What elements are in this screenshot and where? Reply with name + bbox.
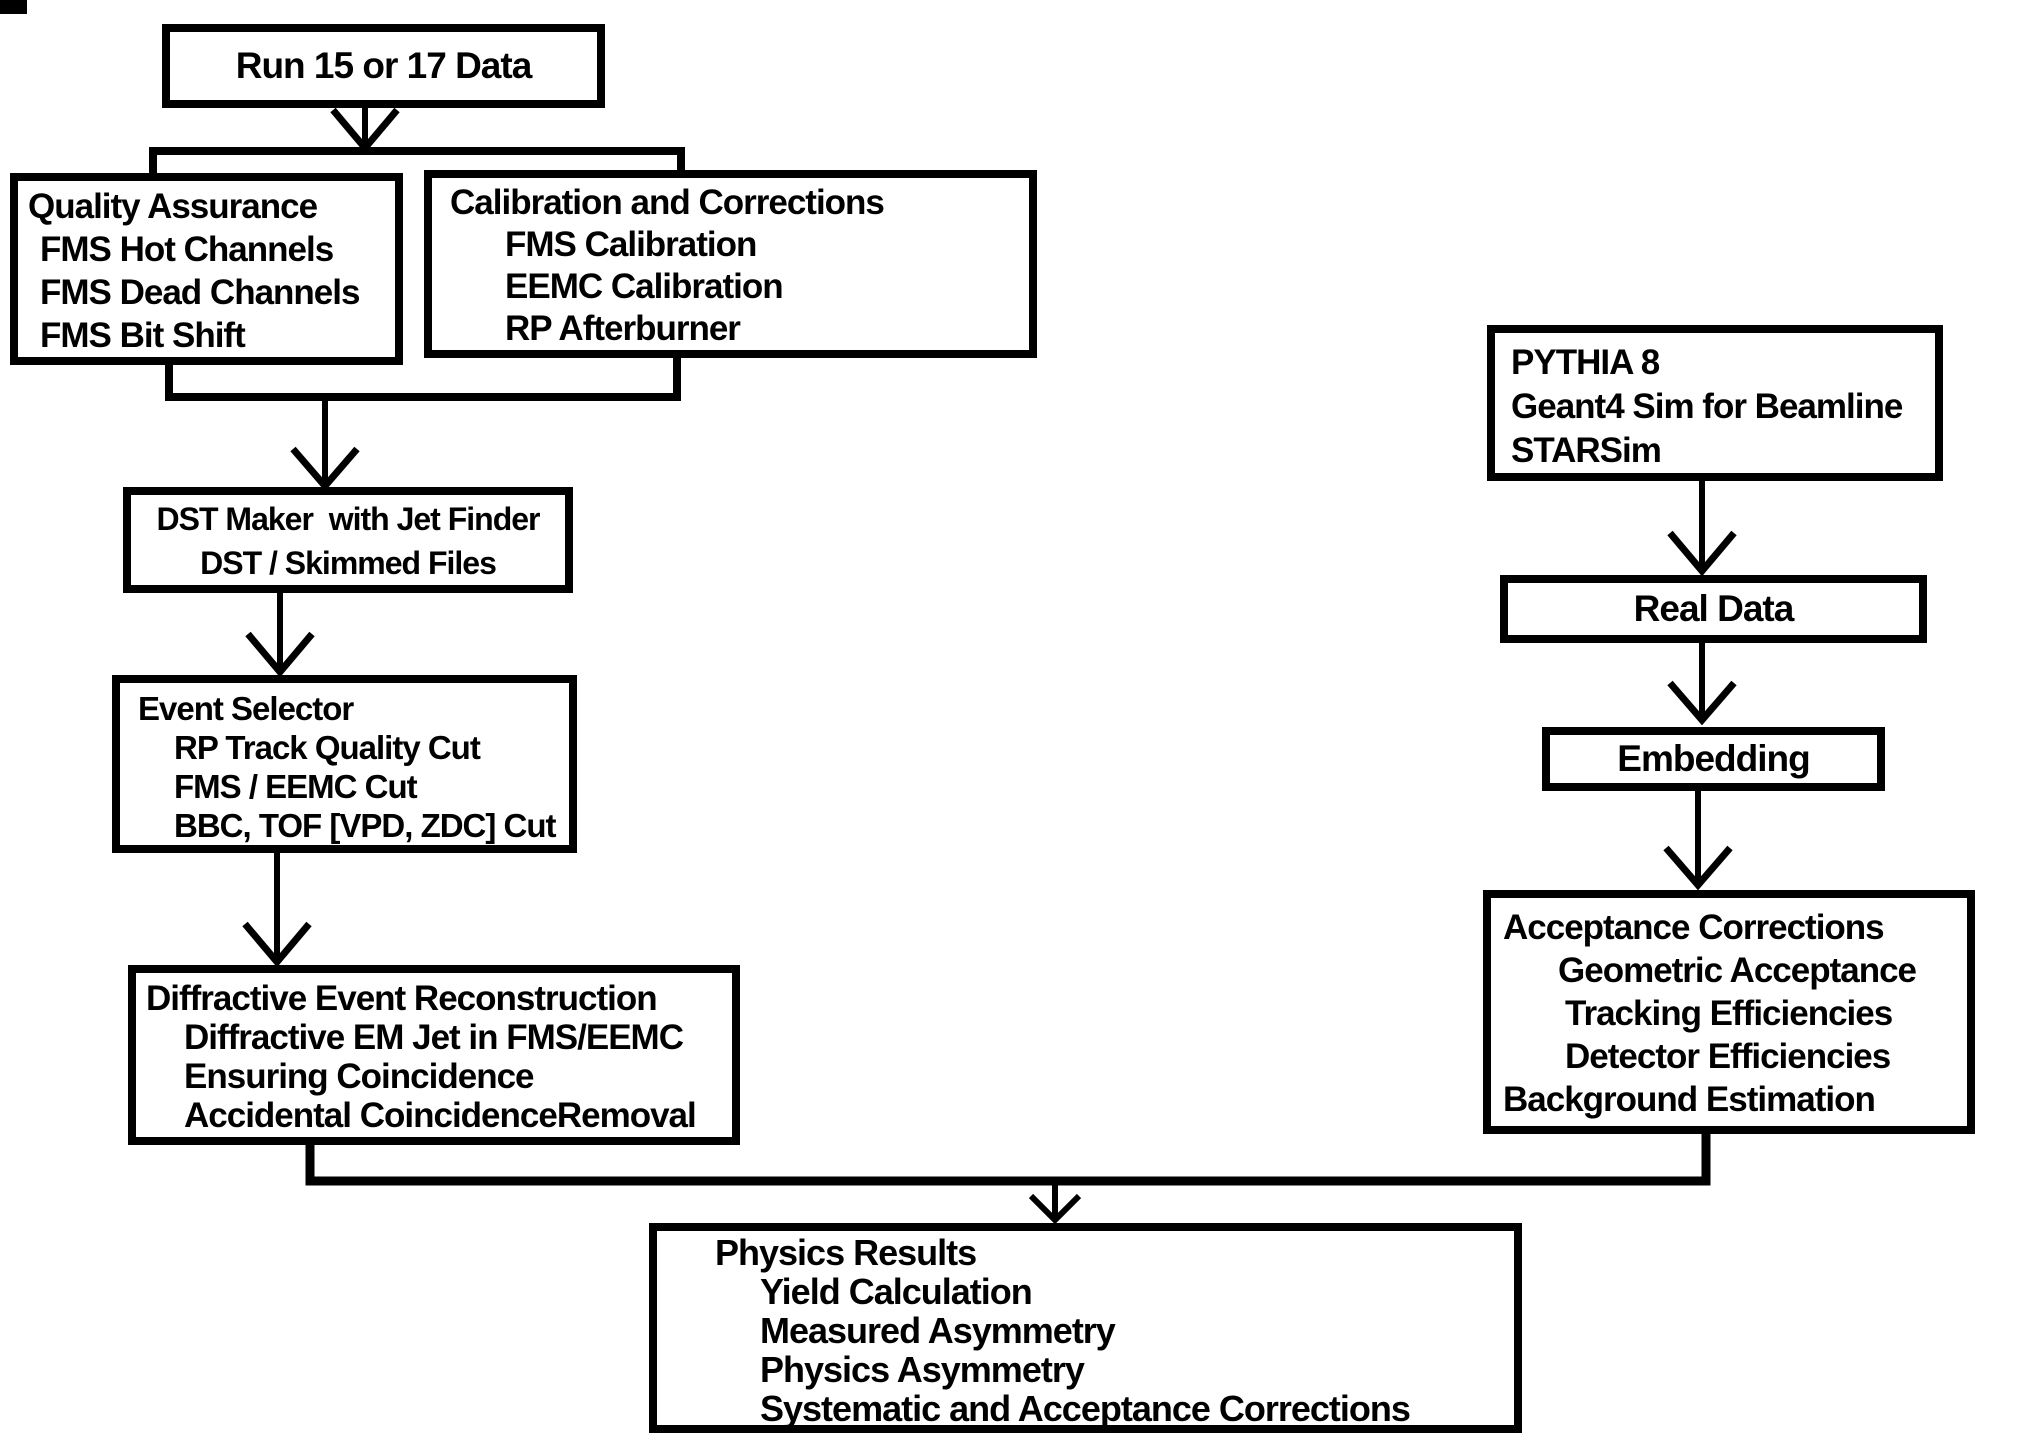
box-run-data: Run 15 or 17 Data bbox=[162, 24, 605, 108]
acc-item-detector-eff: Detector Efficiencies bbox=[1565, 1037, 1891, 1076]
arrow-dst-to-event-head bbox=[245, 631, 315, 678]
corner-artifact bbox=[0, 0, 27, 14]
box-diffractive-reconstruction: Diffractive Event Reconstruction Diffrac… bbox=[128, 965, 740, 1145]
phys-item-systematic-corrections: Systematic and Acceptance Corrections bbox=[760, 1388, 1411, 1429]
qa-item-bit-shift: FMS Bit Shift bbox=[40, 316, 246, 355]
cal-item-fms: FMS Calibration bbox=[505, 225, 757, 264]
box-calibration-title: Calibration and Corrections bbox=[450, 183, 885, 222]
box-dst-maker: DST Maker with Jet Finder DST / Skimmed … bbox=[123, 487, 573, 593]
box-physics-results-title: Physics Results bbox=[715, 1232, 977, 1273]
acc-item-tracking-eff: Tracking Efficiencies bbox=[1565, 994, 1893, 1033]
arrow-pythia-to-realdata-head bbox=[1667, 530, 1737, 577]
sim-item-starsim: STARSim bbox=[1511, 431, 1662, 470]
box-calibration: Calibration and Corrections FMS Calibrat… bbox=[424, 170, 1037, 358]
box-diffractive-title: Diffractive Event Reconstruction bbox=[146, 979, 658, 1018]
sim-item-geant4: Geant4 Sim for Beamline bbox=[1511, 387, 1903, 426]
arrow-event-to-diffractive-head bbox=[242, 921, 312, 968]
merge-line-bottom bbox=[305, 1131, 1711, 1186]
diff-item-em-jet: Diffractive EM Jet in FMS/EEMC bbox=[184, 1018, 684, 1057]
acc-item-geometric: Geometric Acceptance bbox=[1558, 951, 1917, 990]
box-quality-assurance-title: Quality Assurance bbox=[28, 187, 318, 226]
box-pythia-sim: PYTHIA 8 Geant4 Sim for Beamline STARSim bbox=[1487, 325, 1943, 481]
qa-item-hot-channels: FMS Hot Channels bbox=[40, 230, 334, 269]
evt-item-rp-track-cut: RP Track Quality Cut bbox=[174, 729, 481, 766]
box-embedding: Embedding bbox=[1542, 727, 1885, 791]
arrow-realdata-to-embedding-head bbox=[1667, 680, 1737, 726]
box-physics-results: Physics Results Yield Calculation Measur… bbox=[649, 1223, 1522, 1433]
box-embedding-title: Embedding bbox=[1617, 738, 1810, 779]
box-real-data: Real Data bbox=[1500, 575, 1927, 643]
acc-item-background-estimation: Background Estimation bbox=[1503, 1080, 1876, 1119]
split-line-top bbox=[149, 147, 685, 176]
box-event-selector: Event Selector RP Track Quality Cut FMS … bbox=[112, 675, 577, 853]
dst-item-skimmed-files: DST / Skimmed Files bbox=[200, 545, 497, 581]
diff-item-accidental-removal: Accidental CoincidenceRemoval bbox=[184, 1096, 697, 1135]
arrow-embedding-to-acceptance-head bbox=[1663, 845, 1733, 891]
evt-item-bbc-tof-cut: BBC, TOF [VPD, ZDC] Cut bbox=[174, 807, 557, 844]
arrow-merge-to-dst-head bbox=[290, 446, 360, 492]
arrow-merge-to-physics-head bbox=[1028, 1193, 1082, 1225]
box-dst-maker-title: DST Maker with Jet Finder bbox=[156, 501, 541, 537]
qa-item-dead-channels: FMS Dead Channels bbox=[40, 273, 360, 312]
box-real-data-title: Real Data bbox=[1633, 588, 1795, 629]
box-event-selector-title: Event Selector bbox=[138, 690, 354, 727]
cal-item-rp-afterburner: RP Afterburner bbox=[505, 309, 741, 348]
diff-item-ensuring-coincidence: Ensuring Coincidence bbox=[184, 1057, 535, 1096]
box-quality-assurance: Quality Assurance FMS Hot Channels FMS D… bbox=[10, 173, 403, 365]
box-acceptance-corrections: Acceptance Corrections Geometric Accepta… bbox=[1483, 890, 1975, 1134]
cal-item-eemc: EEMC Calibration bbox=[505, 267, 784, 306]
phys-item-yield: Yield Calculation bbox=[760, 1271, 1033, 1312]
box-run-data-title: Run 15 or 17 Data bbox=[235, 45, 533, 86]
box-pythia-title: PYTHIA 8 bbox=[1511, 343, 1660, 382]
box-acceptance-title: Acceptance Corrections bbox=[1503, 908, 1885, 947]
phys-item-measured-asymmetry: Measured Asymmetry bbox=[760, 1310, 1116, 1351]
merge-line-top bbox=[165, 355, 681, 401]
evt-item-fms-eemc-cut: FMS / EEMC Cut bbox=[174, 768, 418, 805]
phys-item-physics-asymmetry: Physics Asymmetry bbox=[760, 1349, 1085, 1390]
